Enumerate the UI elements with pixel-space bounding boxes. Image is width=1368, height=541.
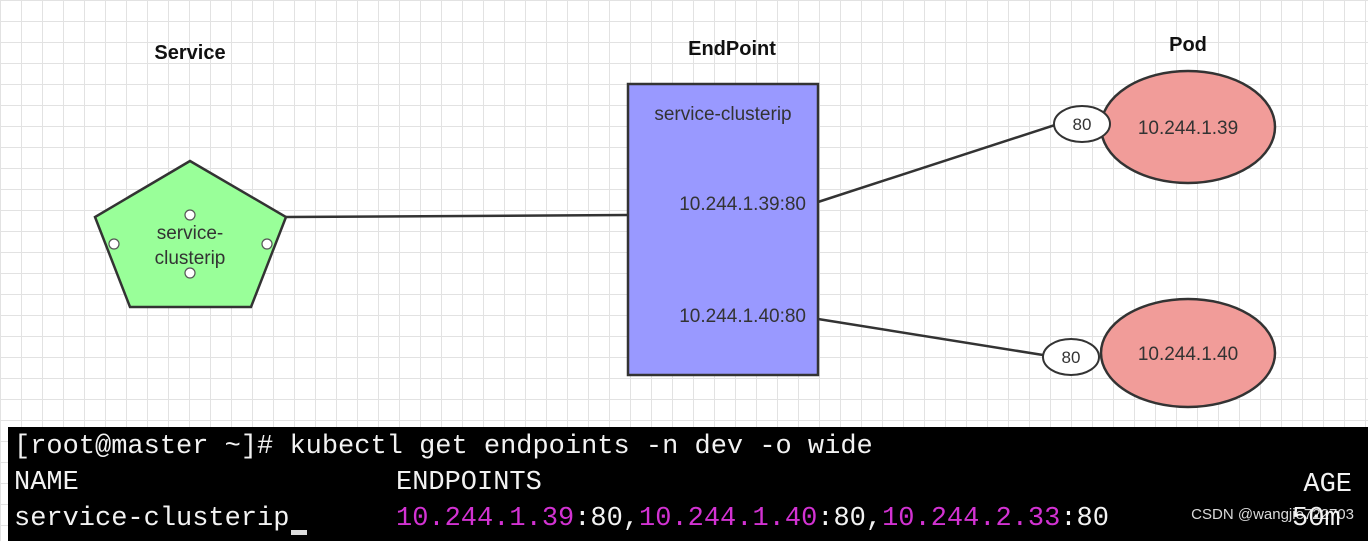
service-to-endpoint-connector bbox=[285, 213, 629, 219]
service-heading: Service bbox=[154, 42, 225, 64]
service-node-label-line2: clusterip bbox=[155, 248, 226, 269]
terminal-command: [root@master ~]# kubectl get endpoints -… bbox=[14, 432, 873, 462]
terminal-header-row: NAME ENDPOINTS bbox=[14, 465, 1354, 502]
pod-port-label: 80 bbox=[1062, 348, 1081, 367]
row-age: 50m bbox=[1292, 504, 1341, 534]
pod-heading: Pod bbox=[1169, 34, 1207, 56]
endpoint-port: :80 bbox=[1060, 504, 1109, 534]
service-node-label-line1: service- bbox=[157, 223, 224, 244]
endpoint-entry: 10.244.1.40:80 bbox=[679, 306, 806, 327]
header-name: NAME bbox=[14, 468, 79, 498]
row-endpoints: 10.244.1.39:80,10.244.1.40:80,10.244.2.3… bbox=[396, 501, 1109, 538]
pod-ip-label: 10.244.1.39 bbox=[1138, 118, 1238, 139]
connection-handle[interactable] bbox=[184, 267, 196, 279]
endpoint-ip: 10.244.1.39 bbox=[396, 504, 575, 534]
pod-port-badge[interactable] bbox=[1053, 105, 1111, 143]
pod-port-label: 80 bbox=[1073, 115, 1092, 134]
endpoint-port: :80, bbox=[574, 504, 640, 534]
watermark: CSDN @wangjie722703 bbox=[1191, 506, 1354, 523]
cursor-icon bbox=[291, 530, 308, 535]
endpoint-to-pod1-connector bbox=[817, 123, 1056, 204]
header-age: AGE bbox=[1303, 470, 1352, 500]
endpoint-box[interactable] bbox=[626, 82, 820, 377]
endpoint-ip: 10.244.1.40 bbox=[639, 504, 818, 534]
terminal-command-line: [root@master ~]# kubectl get endpoints -… bbox=[14, 429, 873, 466]
endpoint-heading: EndPoint bbox=[688, 38, 776, 60]
pod-port-badge[interactable] bbox=[1042, 338, 1100, 376]
pod-ip-label: 10.244.1.40 bbox=[1138, 344, 1238, 365]
pod-node[interactable] bbox=[1099, 297, 1277, 409]
row-name: service-clusterip bbox=[14, 504, 290, 534]
architecture-diagram: Service EndPoint Pod service- clusterip … bbox=[93, 34, 1277, 409]
connection-handle[interactable] bbox=[184, 209, 196, 221]
connection-handle[interactable] bbox=[108, 238, 120, 250]
endpoint-entry: 10.244.1.39:80 bbox=[679, 194, 806, 215]
endpoint-box-title: service-clusterip bbox=[654, 104, 791, 125]
terminal-output[interactable]: [root@master ~]# kubectl get endpoints -… bbox=[8, 427, 1368, 541]
service-node[interactable] bbox=[93, 159, 288, 309]
header-endpoints: ENDPOINTS bbox=[396, 468, 542, 498]
endpoint-to-pod2-connector bbox=[817, 317, 1044, 357]
endpoint-ip: 10.244.2.33 bbox=[882, 504, 1061, 534]
endpoint-port: :80, bbox=[817, 504, 883, 534]
connection-handle[interactable] bbox=[261, 238, 273, 250]
